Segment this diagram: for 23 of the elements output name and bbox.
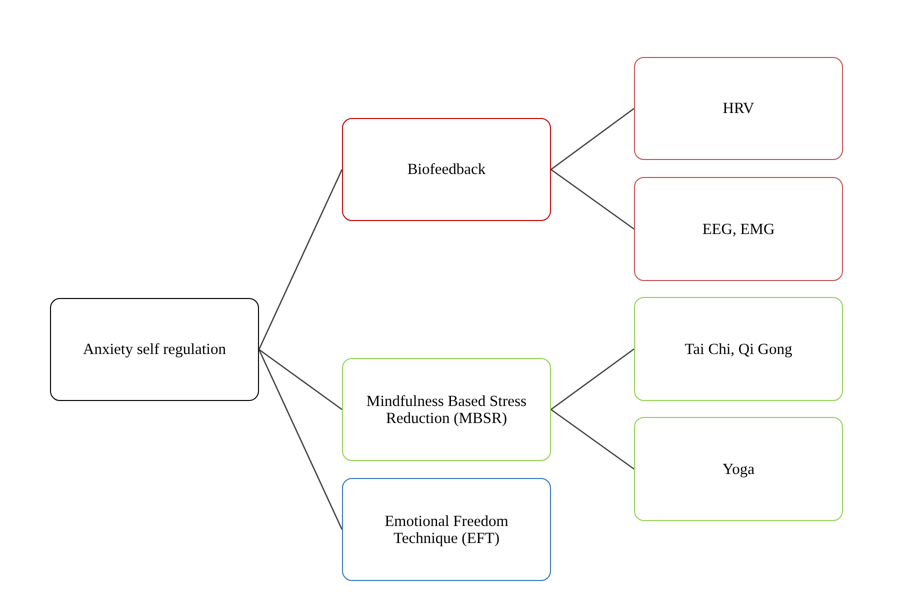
process-box: [342, 478, 551, 581]
box-label: Yoga: [722, 460, 755, 478]
connector-line: [258, 348, 342, 410]
box-label: Biofeedback: [407, 161, 486, 178]
process-box: [634, 57, 843, 160]
process-box: [634, 417, 843, 521]
process-box: [634, 297, 843, 401]
box-label: HRV: [722, 100, 754, 117]
box-label: Mindfulness Based Stress Reduction (MBSR): [365, 392, 528, 426]
process-box: [634, 177, 843, 281]
box-label: EEG, EMG: [702, 220, 775, 238]
connector-line: [550, 408, 634, 470]
connector-line: [550, 168, 634, 230]
connector-line: [258, 169, 343, 350]
process-box: [342, 358, 551, 461]
box-label: Tai Chi, Qi Gong: [684, 340, 792, 358]
connector-line: [550, 108, 634, 170]
process-box: [50, 298, 259, 401]
connector-line: [258, 349, 343, 530]
connector-line: [550, 348, 634, 410]
box-label: Anxiety self regulation: [83, 341, 226, 358]
process-box: [342, 118, 551, 221]
box-label: Emotional Freedom Technique (EFT): [384, 512, 510, 546]
